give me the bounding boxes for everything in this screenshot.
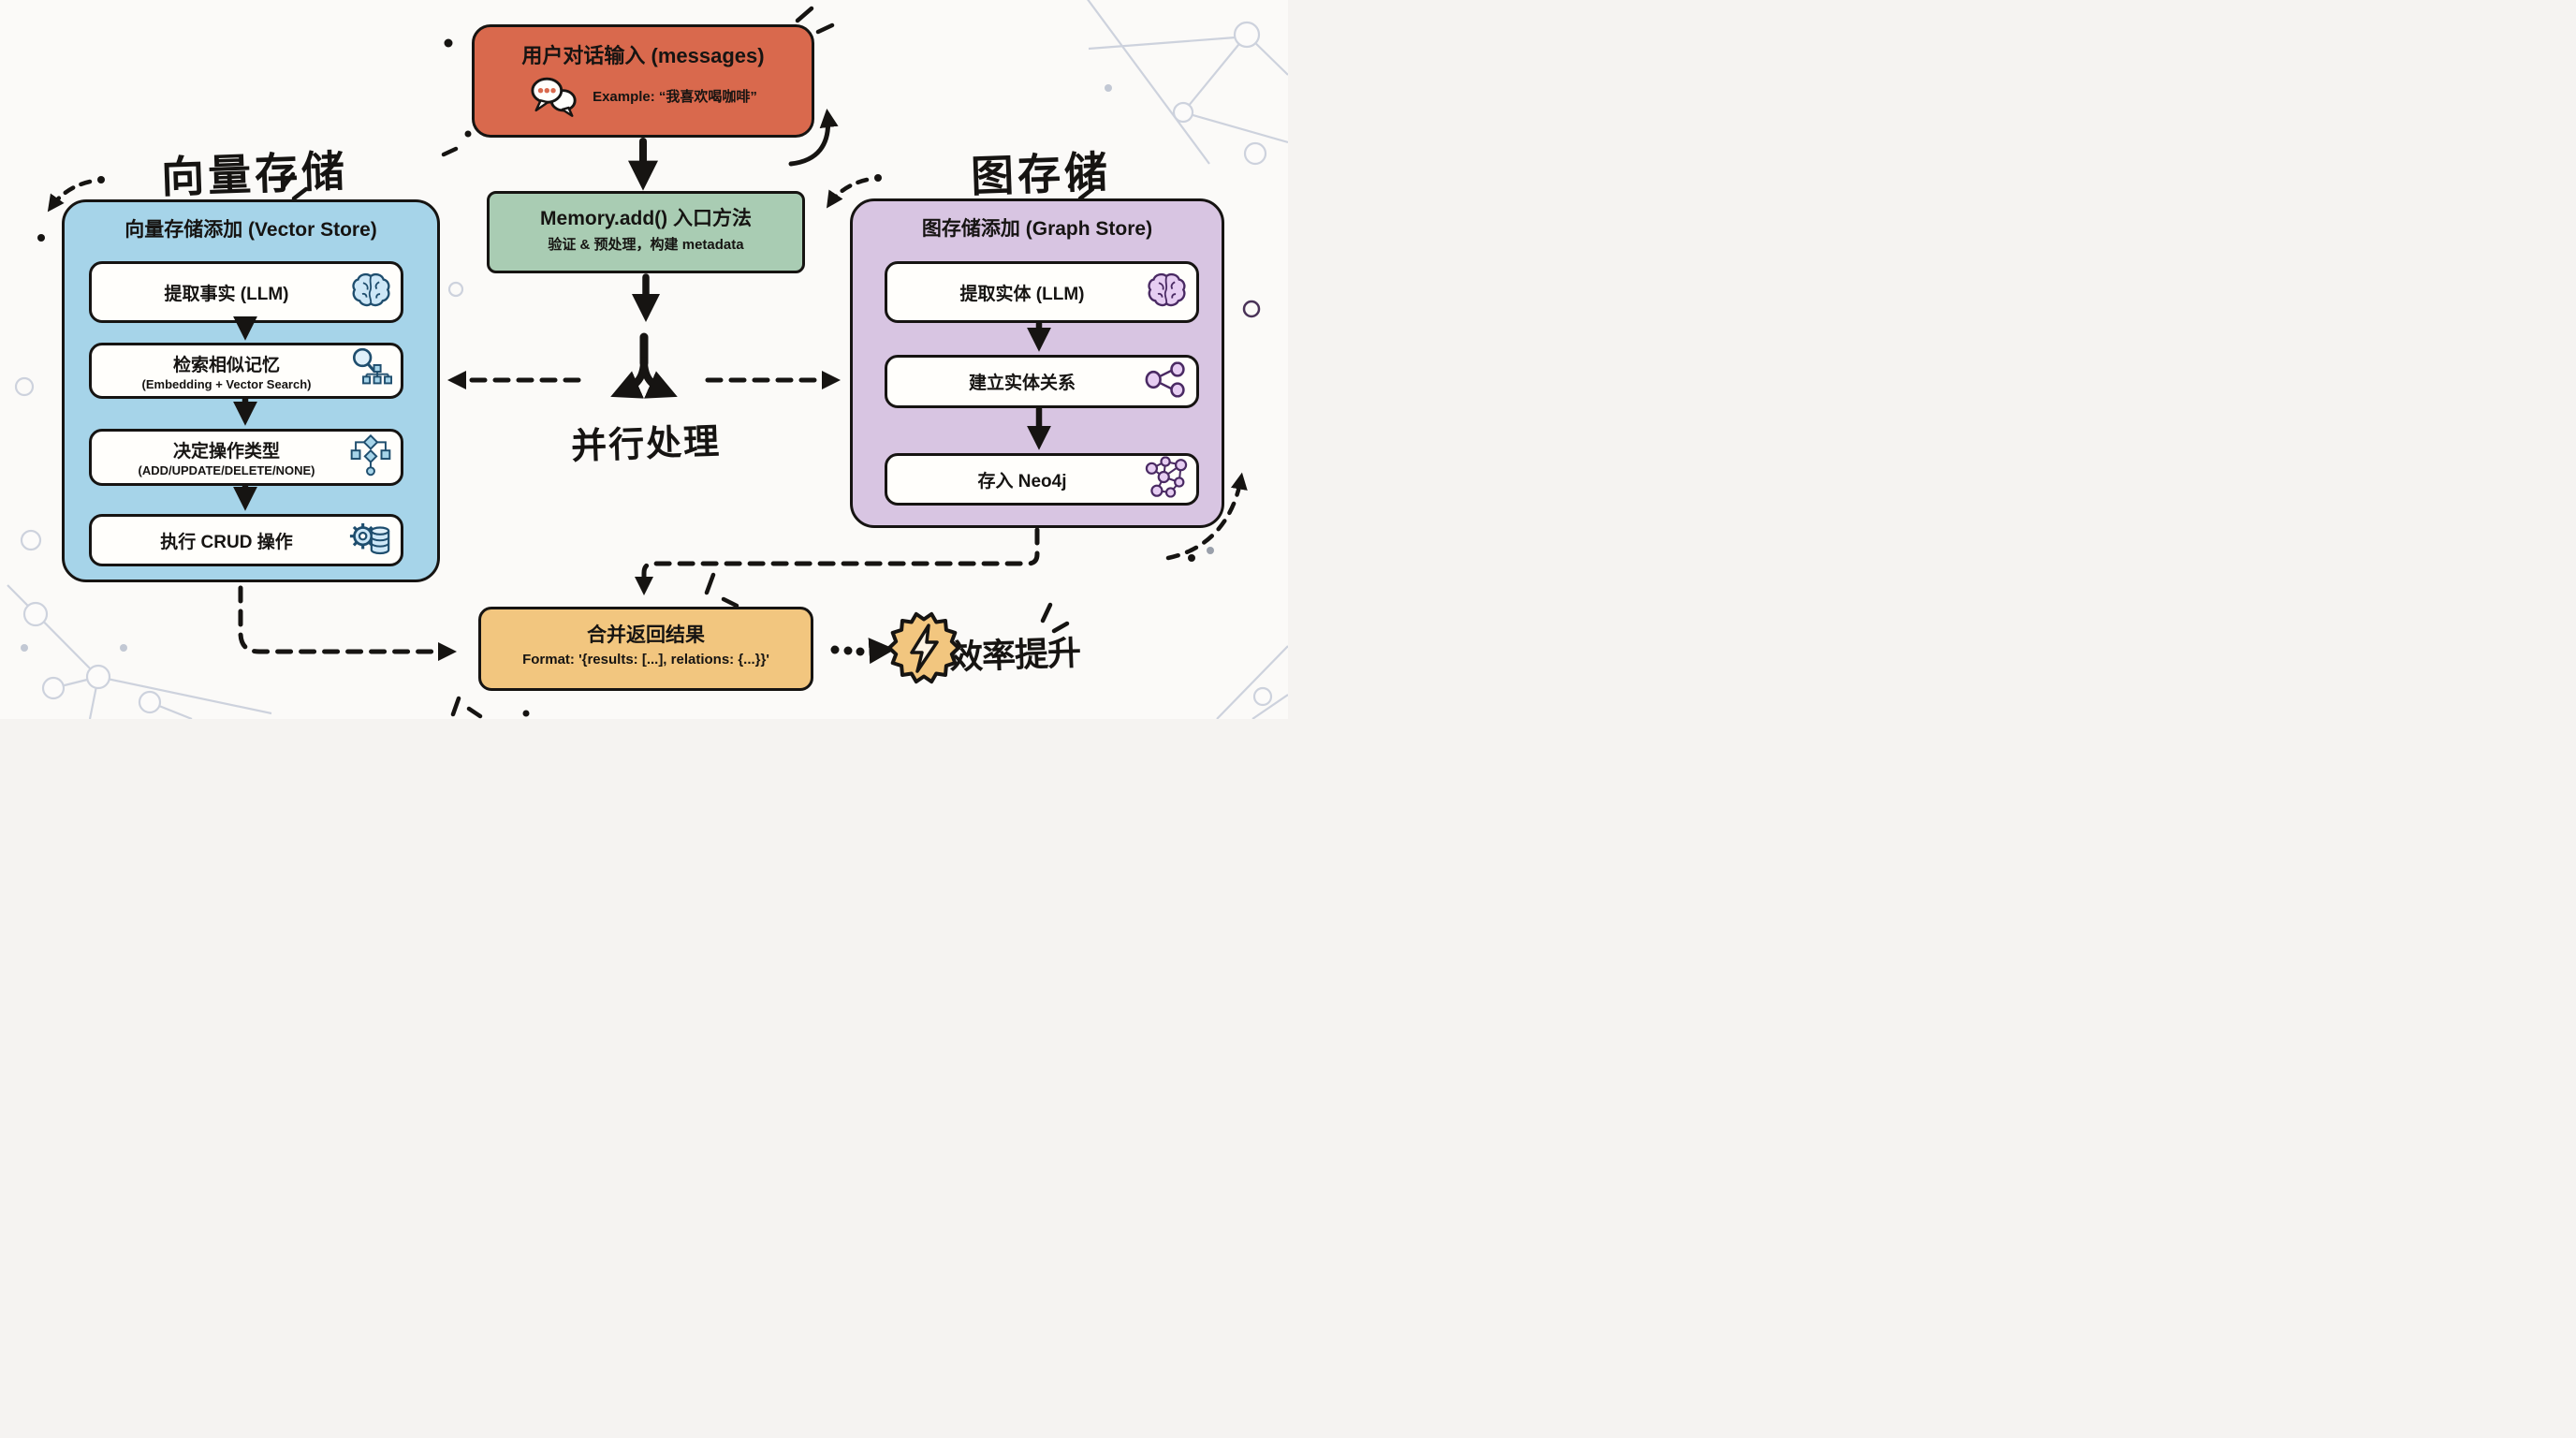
user-input-example: Example: “我喜欢喝咖啡”: [593, 89, 757, 105]
step-title: 存入 Neo4j: [977, 471, 1067, 492]
search-hierarchy-icon: [349, 346, 393, 396]
step-title: 提取实体 (LLM): [959, 284, 1085, 304]
graph-network-icon: [1145, 456, 1188, 503]
brain-icon: [351, 271, 392, 314]
step-search-similar-memory: 检索相似记忆 (Embedding + Vector Search): [89, 343, 403, 399]
step-save-to-neo4j: 存入 Neo4j: [885, 453, 1199, 506]
step-subtitle: (ADD/UPDATE/DELETE/NONE): [138, 463, 315, 477]
efficiency-label: 效率提升: [948, 633, 1081, 677]
merge-subtitle: Format: '{results: [...], relations: {..…: [522, 652, 769, 668]
user-input-box: 用户对话输入 (messages) Example: “我喜欢喝咖啡”: [472, 24, 814, 138]
step-title: 提取事实 (LLM): [164, 284, 289, 304]
merge-result-box: 合并返回结果 Format: '{results: [...], relatio…: [478, 607, 813, 691]
small-ring-decoration: [1242, 300, 1261, 318]
step-title: 执行 CRUD 操作: [160, 532, 293, 552]
graph-store-handwritten-title: 图存储: [970, 147, 1112, 201]
vector-store-handwritten-title: 向量存储: [160, 146, 349, 202]
merge-title: 合并返回结果: [587, 624, 705, 646]
share-nodes-icon: [1145, 360, 1188, 402]
brain-icon: [1147, 271, 1188, 314]
step-build-entity-relations: 建立实体关系: [885, 355, 1199, 408]
parallel-processing-label: 并行处理: [570, 422, 722, 467]
step-title: 决定操作类型: [172, 442, 280, 462]
memory-add-flow-diagram: 向量存储 图存储 并行处理 效率提升 用户对话输入 (messages) Exa…: [0, 0, 1288, 719]
user-input-title: 用户对话输入 (messages): [521, 44, 765, 67]
memory-add-entry-box: Memory.add() 入口方法 验证 & 预处理，构建 metadata: [487, 191, 805, 273]
vector-store-header: 向量存储添加 (Vector Store): [124, 219, 377, 241]
decision-flowchart-icon: [349, 433, 392, 482]
step-extract-entities: 提取实体 (LLM): [885, 261, 1199, 323]
step-execute-crud: 执行 CRUD 操作: [89, 514, 403, 566]
step-decide-operation: 决定操作类型 (ADD/UPDATE/DELETE/NONE): [89, 429, 403, 486]
step-extract-facts: 提取事实 (LLM): [89, 261, 403, 323]
dotted-arrow: [830, 638, 896, 665]
entry-title: Memory.add() 入口方法: [540, 208, 752, 229]
graph-store-header: 图存储添加 (Graph Store): [921, 218, 1153, 240]
graph-store-panel: 图存储添加 (Graph Store) 提取实体 (LLM) 建立实体关系: [850, 198, 1224, 528]
step-title: 检索相似记忆: [172, 355, 280, 375]
gear-database-icon: [347, 518, 392, 564]
step-title: 建立实体关系: [968, 374, 1076, 393]
vector-store-panel: 向量存储添加 (Vector Store) 提取事实 (LLM) 检索相似记忆 …: [62, 199, 440, 582]
user-input-example-row: Example: “我喜欢喝咖啡”: [529, 75, 757, 117]
step-subtitle: (Embedding + Vector Search): [141, 376, 312, 391]
chat-bubbles-icon: [531, 77, 577, 117]
entry-subtitle: 验证 & 预处理，构建 metadata: [548, 237, 744, 253]
